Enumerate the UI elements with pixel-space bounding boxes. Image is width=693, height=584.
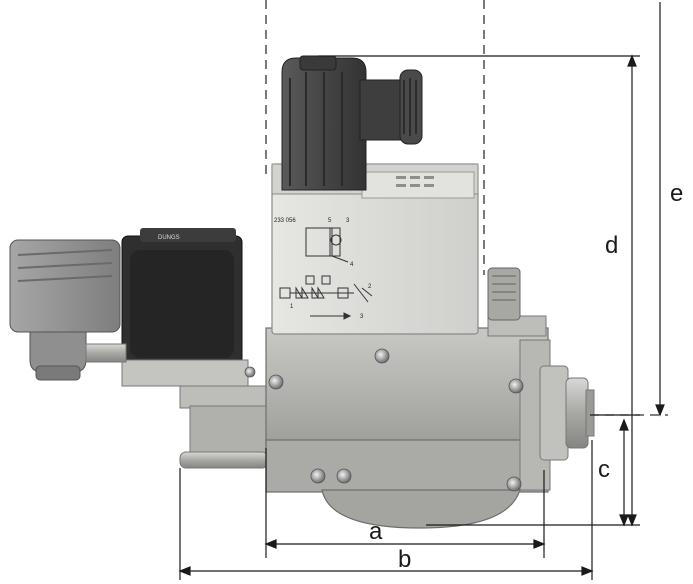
- housing-screws: [244, 348, 524, 492]
- dimension-lines: [178, 2, 665, 580]
- terminal-label-4: 4: [350, 262, 354, 268]
- terminal-label-2: 2: [368, 284, 372, 290]
- top-black-connector: [281, 55, 423, 191]
- terminal-label-1: 1: [290, 304, 294, 310]
- svg-text:DUNGS: DUNGS: [158, 235, 180, 241]
- left-grey-connector: [9, 239, 121, 381]
- dimension-label-e: e: [670, 180, 684, 207]
- main-housing: [265, 315, 551, 529]
- dimension-label-d: d: [605, 232, 619, 259]
- dimension-label-c: c: [598, 456, 610, 483]
- outlet-fitting: [539, 365, 595, 461]
- adjustment-cap: [487, 267, 521, 321]
- part-number-text: 233 056: [274, 218, 296, 224]
- dimension-label-a: a: [369, 518, 383, 545]
- dimension-label-b: b: [398, 546, 412, 573]
- terminal-label-3b: 3: [360, 314, 364, 320]
- left-flange: [179, 385, 271, 469]
- terminal-label-3: 3: [346, 218, 350, 224]
- terminal-label-5: 5: [328, 218, 332, 224]
- pressure-switch: DUNGS: [85, 228, 249, 387]
- cover-schematic: [279, 227, 373, 320]
